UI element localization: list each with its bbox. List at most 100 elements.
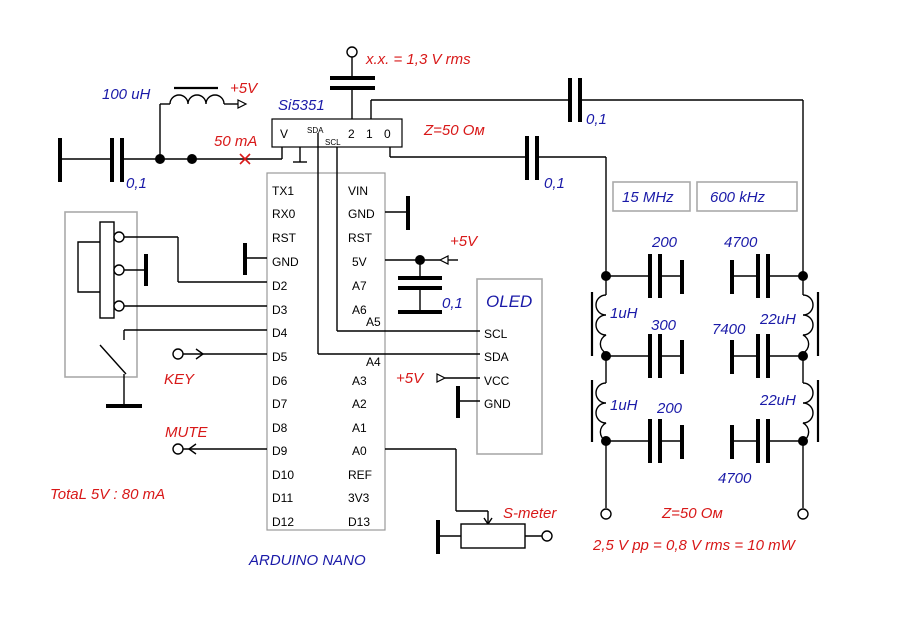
key-terminal	[172, 348, 184, 360]
label-c4700a: 4700	[724, 234, 758, 251]
label-si5351: Si5351	[278, 97, 325, 114]
label-oled: OLED	[486, 292, 532, 311]
label-50ma: 50 mA	[214, 133, 257, 150]
potentiometer	[460, 523, 526, 549]
inductor-1uh	[595, 382, 607, 442]
keyer-box	[64, 211, 138, 378]
rf-out-15mhz	[600, 508, 612, 520]
nano-pin: RST	[348, 231, 373, 245]
nano-pin: A5	[366, 315, 381, 329]
oled-box	[476, 278, 543, 455]
filter-15mhz	[590, 254, 684, 520]
label-c200a: 200	[651, 234, 678, 251]
nano-pin: A3	[352, 374, 367, 388]
nano-pin: RST	[272, 231, 297, 245]
inductor-22uh	[802, 382, 814, 442]
oled-pin-scl: SCL	[484, 327, 508, 341]
nano-pin: D11	[272, 491, 293, 505]
si-pin-scl: SCL	[325, 138, 341, 147]
si-pin-v: V	[280, 127, 288, 141]
nano-pin: RX0	[272, 207, 296, 221]
si-pin-1: 1	[366, 127, 373, 141]
nano-pin: D4	[272, 326, 288, 340]
nano-pin: GND	[348, 207, 375, 221]
inductor-1uh	[595, 294, 607, 354]
nano-pin: A6	[352, 303, 367, 317]
nano-pin: D10	[272, 468, 294, 482]
label-l22a: 22uH	[759, 311, 796, 328]
label-arduino: ARDUINO NANO	[248, 552, 366, 569]
nano-pin: 5V	[352, 255, 367, 269]
nano-pin: VIN	[348, 184, 368, 198]
wires	[58, 46, 820, 554]
nano-pin: D6	[272, 374, 288, 388]
nano-pin: D9	[272, 444, 288, 458]
nano-pin: A7	[352, 279, 367, 293]
label-xx: x.x. = 1,3 V rms	[365, 51, 471, 68]
label-5v-a: +5V	[450, 233, 479, 250]
inductor-100uh	[169, 94, 225, 105]
nano-pin: D8	[272, 421, 288, 435]
label-l22b: 22uH	[759, 392, 796, 409]
nano-pin: A0	[352, 444, 367, 458]
nano-pin: D2	[272, 279, 288, 293]
oled-pin-vcc: VCC	[484, 374, 510, 388]
label-l1a: 1uH	[610, 305, 638, 322]
nano-pin: 3V3	[348, 491, 370, 505]
jack-shell	[77, 241, 100, 293]
nano-pin: REF	[348, 468, 372, 482]
junction	[187, 154, 197, 164]
label-total: TotaL 5V : 80 mA	[50, 486, 165, 503]
label-c7400: 7400	[712, 321, 746, 338]
nano-pin: D7	[272, 397, 288, 411]
label-600khz: 600 kHz	[710, 189, 766, 206]
annotations: x.x. = 1,3 V rms 100 uH +5V Si5351 50 mA…	[50, 51, 797, 569]
oled-pin-gnd: GND	[484, 397, 511, 411]
nano-pin: D13	[348, 515, 370, 529]
oled-pin-sda: SDA	[484, 350, 509, 364]
nano-pin: TX1	[272, 184, 294, 198]
smeter-terminal	[541, 530, 553, 542]
label-l1b: 1uH	[610, 397, 638, 414]
nano-pin: A1	[352, 421, 367, 435]
si-pin-sda: SDA	[307, 126, 324, 135]
label-c200b: 200	[656, 400, 683, 417]
filter-600khz	[730, 254, 820, 520]
rf-out-600khz	[797, 508, 809, 520]
nano-pin: A4	[366, 355, 381, 369]
label-z50-bot: Z=50 Ом	[661, 505, 723, 522]
label-z50-top: Z=50 Ом	[423, 122, 485, 139]
label-c300: 300	[651, 317, 677, 334]
nano-pin: D5	[272, 350, 288, 364]
oled-pins: SCL SDA VCC GND	[484, 327, 511, 411]
label-c4700b: 4700	[718, 470, 752, 487]
label-15mhz: 15 MHz	[622, 189, 674, 206]
nano-pin: D12	[272, 515, 294, 529]
key-switch	[99, 344, 127, 375]
15mhz-box	[612, 181, 691, 212]
label-key: KEY	[164, 371, 195, 388]
nano-pin: GND	[272, 255, 299, 269]
label-cap-top: 0,1	[586, 111, 607, 128]
label-5v-top: +5V	[230, 80, 259, 97]
label-smeter: S-meter	[503, 505, 557, 522]
label-100uh: 100 uH	[102, 86, 151, 103]
si-pin-0: 0	[384, 127, 391, 141]
600khz-box	[696, 181, 798, 212]
label-cap-a6: 0,1	[442, 295, 463, 312]
label-cap-left: 0,1	[126, 175, 147, 192]
arduino-nano-body	[266, 172, 386, 531]
mute-terminal	[172, 443, 184, 455]
label-power: 2,5 V pp = 0,8 V rms = 10 mW	[592, 537, 797, 554]
jack-body	[99, 221, 115, 319]
nano-pin: D3	[272, 303, 288, 317]
label-mute: MUTE	[165, 424, 208, 441]
si-pin-2: 2	[348, 127, 355, 141]
label-5v-oled: +5V	[396, 370, 425, 387]
nano-left-pins: TX1 RX0 RST GND D2 D3 D4 D5 D6 D7 D8 D9 …	[272, 184, 299, 529]
label-cap-mid: 0,1	[544, 175, 565, 192]
nano-pin: A2	[352, 397, 367, 411]
test-terminal	[346, 46, 358, 58]
